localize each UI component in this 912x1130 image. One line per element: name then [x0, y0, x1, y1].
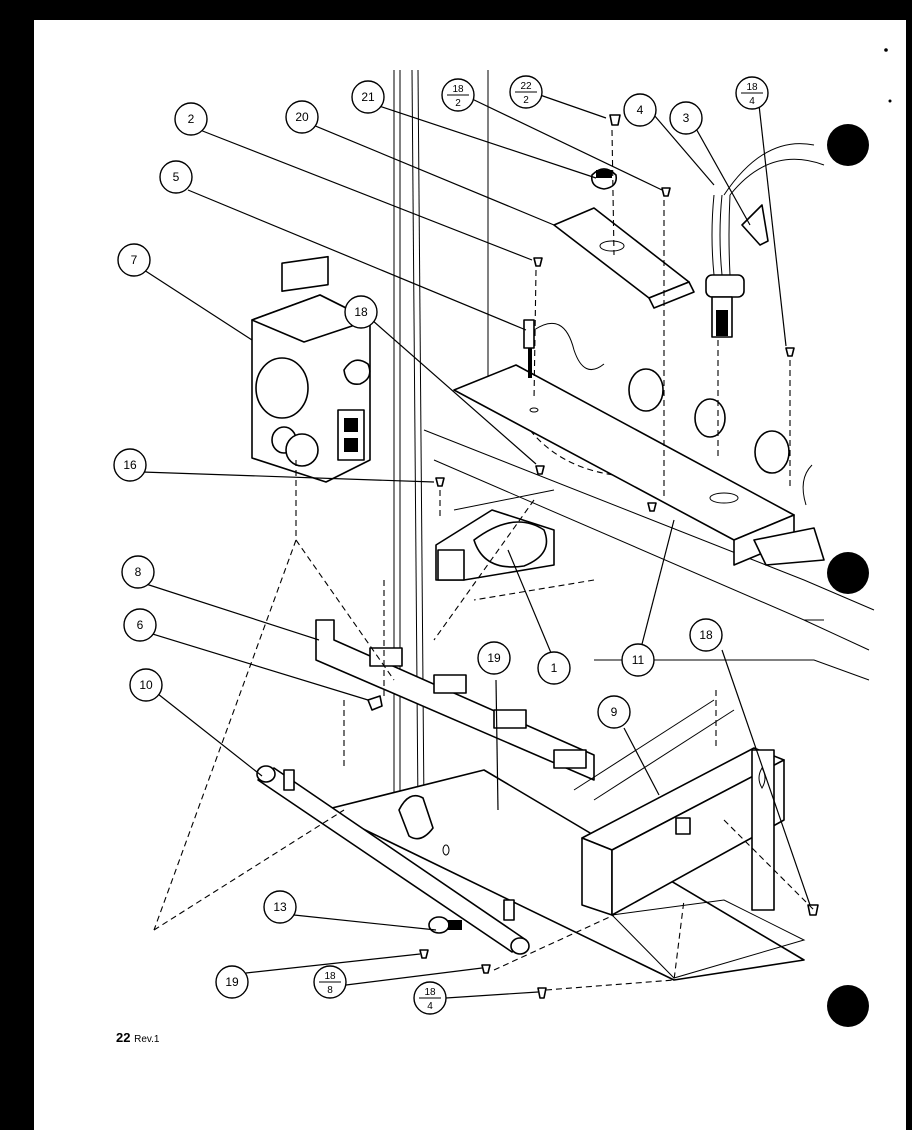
speck-mark — [888, 99, 892, 103]
callout-1: 1 — [537, 651, 571, 685]
callout-numerator: 18 — [424, 987, 436, 998]
callout-label: 16 — [123, 458, 137, 472]
base-pan — [323, 769, 805, 981]
callout-2: 2 — [174, 102, 208, 136]
callout-label: 10 — [139, 678, 153, 692]
callout-11: 11 — [621, 643, 655, 677]
callout-7: 7 — [117, 243, 151, 277]
callout-19b: 19 — [215, 965, 249, 999]
callout-10: 10 — [129, 668, 163, 702]
binder-hole-bottom — [827, 985, 869, 1027]
pilot-assembly — [523, 319, 605, 378]
leader-lines — [141, 94, 811, 999]
callout-18-4a: 184 — [735, 76, 769, 110]
callout-18a: 18 — [344, 295, 378, 329]
callout-label: 20 — [295, 110, 309, 124]
callout-3: 3 — [669, 101, 703, 135]
gas-manifold-tube — [256, 765, 530, 955]
callout-denominator: 4 — [749, 96, 755, 107]
limit-switch — [590, 168, 618, 190]
callout-numerator: 18 — [324, 971, 336, 982]
callout-8: 8 — [121, 555, 155, 589]
callout-20: 20 — [285, 100, 319, 134]
callout-9: 9 — [597, 695, 631, 729]
callout-label: 19 — [487, 651, 501, 665]
callout-19a: 19 — [477, 641, 511, 675]
binder-hole-middle — [827, 552, 869, 594]
revision-number: 22 — [116, 1030, 131, 1045]
callout-5: 5 — [159, 160, 193, 194]
callout-21: 21 — [351, 80, 385, 114]
callout-label: 2 — [188, 112, 195, 126]
callout-6: 6 — [123, 608, 157, 642]
callout-13: 13 — [263, 890, 297, 924]
speck-mark — [884, 48, 888, 52]
callout-label: 8 — [135, 565, 142, 579]
binder-hole-top — [827, 124, 869, 166]
callout-4: 4 — [623, 93, 657, 127]
callout-22-2: 222 — [509, 75, 543, 109]
callout-label: 7 — [131, 253, 138, 267]
callout-label: 18 — [354, 305, 368, 319]
gas-valve — [251, 255, 371, 483]
cabinet-panel — [423, 368, 875, 681]
callout-numerator: 18 — [452, 84, 464, 95]
assembly-lines — [153, 129, 815, 991]
callout-label: 1 — [551, 661, 558, 675]
callout-label: 21 — [361, 90, 375, 104]
callout-denominator: 4 — [427, 1001, 433, 1012]
callout-label: 9 — [611, 705, 618, 719]
callout-18b: 18 — [689, 618, 723, 652]
tube-clamp — [428, 916, 462, 934]
callout-label: 3 — [683, 111, 690, 125]
callout-denominator: 2 — [523, 95, 529, 106]
callout-label: 6 — [137, 618, 144, 632]
screws — [367, 114, 819, 999]
callout-denominator: 8 — [327, 985, 333, 996]
revision-suffix: Rev.1 — [134, 1034, 160, 1045]
callout-18-2a: 182 — [441, 78, 475, 112]
manifold-bracket — [315, 619, 595, 781]
callout-label: 4 — [637, 103, 644, 117]
callout-label: 19 — [225, 975, 239, 989]
sensor-bracket — [553, 207, 695, 309]
burner-assembly — [435, 489, 555, 581]
callout-18-4b: 184 — [413, 981, 447, 1015]
exploded-parts-diagram: 2202118222243184571816861019111189131918… — [113, 48, 892, 1027]
callout-numerator: 22 — [520, 81, 532, 92]
revision-label: 22 Rev.1 — [116, 1030, 159, 1045]
combustion-box — [573, 699, 806, 979]
callout-16: 16 — [113, 448, 147, 482]
callout-18-8: 188 — [313, 965, 347, 999]
hot-surface-igniter — [705, 143, 825, 338]
callout-numerator: 18 — [746, 82, 758, 93]
callout-label: 11 — [632, 653, 645, 667]
burner-shelf — [453, 364, 825, 566]
callout-denominator: 2 — [455, 98, 461, 109]
callout-label: 18 — [699, 628, 713, 642]
callout-label: 5 — [173, 170, 180, 184]
callout-label: 13 — [273, 900, 287, 914]
